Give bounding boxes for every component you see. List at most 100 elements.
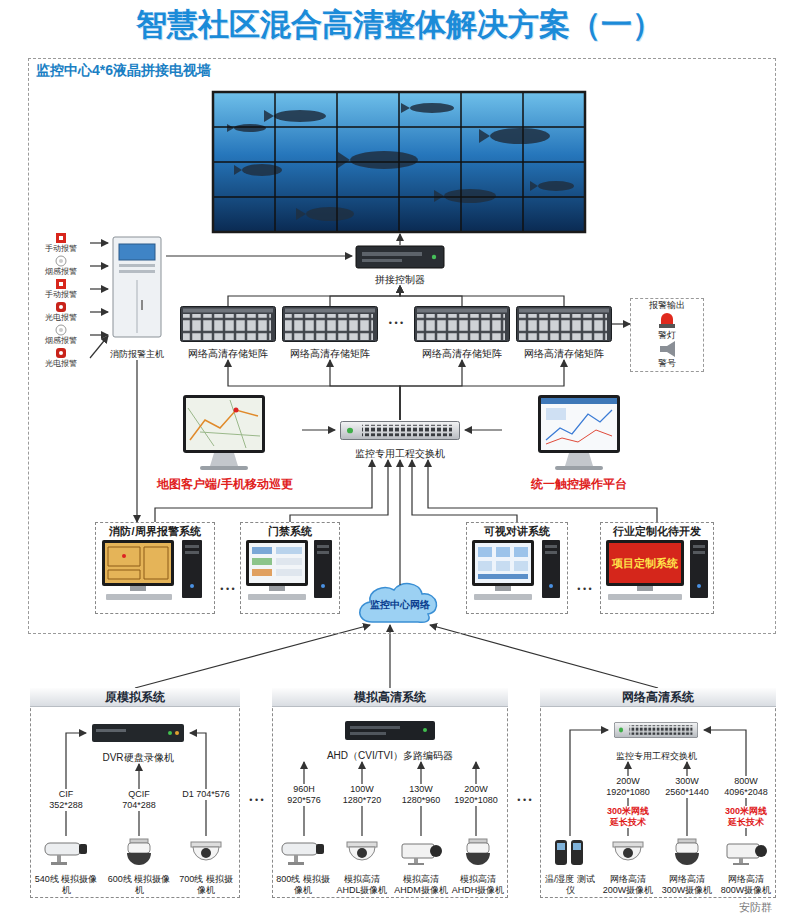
pc-workstation [609,543,681,583]
network-cloud: 监控中心网络 [362,585,438,625]
alarm-sensor: 烟感报警 [32,255,90,277]
pc-workstation [246,540,308,586]
connector [428,460,657,522]
connector [400,360,564,420]
edge-label-anchor: 960H 920*576 [280,784,328,806]
video-wall [234,165,242,175]
node-label: 可视对讲系统 [466,525,568,538]
camera: 600线 模拟摄像机 [106,836,172,896]
video-wall [234,124,266,132]
node-label: 800线 模拟摄像机 [275,874,331,896]
pc-workstation [252,558,272,565]
video-wall [213,92,585,232]
video-wall [338,152,350,168]
video-wall [242,164,282,176]
storage-icons [283,307,378,342]
node-label: 门禁系统 [240,525,340,538]
camera-icons [466,839,490,865]
alarm-host-cabinet [119,264,155,267]
touch-monitor-art [541,398,617,404]
map-monitor-art [210,453,238,466]
pc-workstation [252,547,272,554]
pc-workstation [276,547,302,554]
pc-workstation [182,540,202,598]
camera: 网络高清 800W摄像机 [718,836,774,896]
controller-art [432,255,436,259]
connector [136,360,137,522]
connector [330,360,400,420]
ellipsis-dots: • • • [511,795,538,806]
sensor-icons [56,348,66,358]
node-label: 网络高清存储矩阵 [516,348,612,360]
node-label: 监控专用工程交换机 [608,751,704,762]
video-wall [490,128,550,144]
alarm-sensor: 光电报警 [32,347,90,369]
pc-workstation [252,569,272,576]
node-label: 网络高清存储矩阵 [282,348,378,360]
pc-workstation [475,543,531,583]
pc-workstation [496,547,510,557]
edge-label-anchor: 100W 1280*720 [338,784,386,806]
tech-note: 300米网线延长技术 [723,806,769,828]
alarm-host-cabinet [141,300,143,310]
group-header: 原模拟系统 [30,688,240,707]
sensor-icons [56,279,66,289]
node-label: 警号 [630,358,704,369]
sensor-icons [59,282,63,286]
video-wall [264,110,274,122]
edge-label-anchor: CIF 352*288 [42,789,90,811]
alarm-lamp-horn [659,324,675,328]
label-anchor: • • • [383,318,409,329]
edge-label-anchor: D1 704*576 [182,789,230,800]
sensor-icons [59,236,63,240]
sensor-icons [59,259,63,263]
camera: 网络高清 300W摄像机 [659,836,715,896]
node-label: 600线 模拟摄像机 [106,874,172,896]
pc-workstation [495,586,511,591]
node-label: AHD（CVI/TVI）多路编码器 [298,750,482,762]
alarm-output: 报警输出警灯警号 [630,298,704,372]
alarm-sensor: 烟感报警 [32,324,90,346]
video-wall [213,196,585,198]
alarm-host-cabinet [119,244,155,260]
connector [135,625,370,688]
recorder-art [350,726,400,729]
camera-icons [613,842,643,860]
connector [228,286,400,306]
camera: 模拟高清 AHDH摄像机 [450,836,506,896]
pc-workstation [321,584,325,588]
edge-label-anchor: 200W 1920*1080 [604,776,652,798]
node-label: 网络高清 800W摄像机 [718,874,774,896]
connector [399,460,400,585]
resolution-label: 100W 1280*720 [338,784,386,806]
recorder-art [345,721,435,740]
pc-workstation [102,540,174,586]
recorder-art [96,729,126,732]
pc-workstation [472,540,534,586]
recorder-art [92,724,184,742]
pc-workstation [690,540,708,598]
connector [90,334,108,335]
node-label: 温/湿度 测试仪 [543,874,597,896]
subsystem-box: 可视对讲系统 [466,522,568,614]
pc-workstation [514,561,528,571]
sensor-icons [59,305,63,309]
pc-workstation [697,584,701,588]
pc-workstation [106,594,172,600]
pc-workstation [693,551,705,554]
touch-monitor-art [546,410,612,440]
node-label: 消防/周界报警系统 [95,525,215,538]
camera-icons [555,840,583,865]
node-label: 手动报警 [32,290,90,300]
resolution-label: 130W 1280*960 [397,784,445,806]
storage-array: 网络高清存储矩阵 [414,306,510,360]
video-wall [350,151,418,169]
pc-workstation [269,586,285,591]
diagram-title: 智慧社区混合高清整体解决方案（一） [0,0,799,44]
alarm-host-cabinet [119,270,155,273]
storage-array: 网络高清存储矩阵 [516,306,612,360]
camera: 540线 模拟摄像机 [34,836,98,896]
pc-workstation [276,558,302,565]
video-wall [213,161,585,163]
subsystem-box: 门禁系统 [240,522,340,614]
